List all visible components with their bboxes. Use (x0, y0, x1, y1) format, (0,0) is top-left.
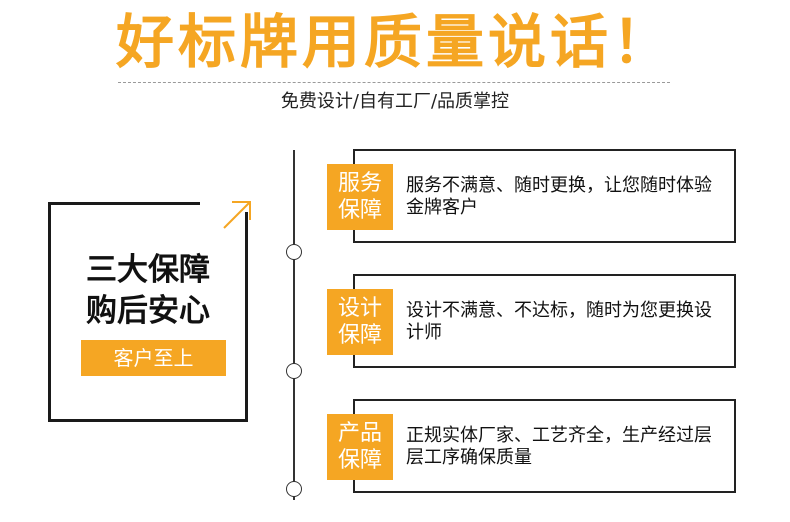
timeline-dot (286, 481, 302, 497)
badge-top-text: 服务 (337, 171, 382, 196)
design-guarantee-badge: 设计 保障 (327, 289, 393, 355)
headline-title: 好标牌用质量说话！ (115, 8, 674, 76)
badge-bottom-text: 保障 (337, 198, 382, 223)
guarantee-box (48, 202, 248, 422)
product-guarantee-card (353, 399, 736, 493)
arrow-up-right-icon (223, 201, 251, 229)
badge-top-text: 设计 (337, 296, 382, 321)
badge-bottom-text: 保障 (337, 323, 382, 348)
service-guarantee-card (353, 149, 736, 243)
badge-top-text: 产品 (337, 421, 382, 446)
headline-divider (118, 82, 670, 83)
customer-first-tag: 客户至上 (81, 340, 226, 376)
arrow-shaft (223, 201, 251, 229)
badge-bottom-text: 保障 (337, 448, 382, 473)
timeline-dot (286, 363, 302, 379)
service-guarantee-badge: 服务 保障 (327, 164, 393, 230)
service-guarantee-text: 服务不满意、随时更换，让您随时体验金牌客户 (406, 175, 712, 218)
arrow-head (232, 201, 251, 220)
product-guarantee-badge: 产品 保障 (327, 414, 393, 480)
guarantee-box-notch (200, 196, 256, 212)
guarantee-heading-line-1: 三大保障 (86, 252, 210, 288)
headline-subtitle: 免费设计/自有工厂/品质掌控 (280, 91, 510, 112)
guarantee-heading-line-2: 购后安心 (86, 293, 210, 329)
timeline-dot (286, 244, 302, 260)
product-guarantee-text: 正规实体厂家、工艺齐全，生产经过层层工序确保质量 (406, 425, 712, 468)
timeline-line (293, 150, 295, 500)
design-guarantee-text: 设计不满意、不达标，随时为您更换设计师 (406, 300, 712, 343)
